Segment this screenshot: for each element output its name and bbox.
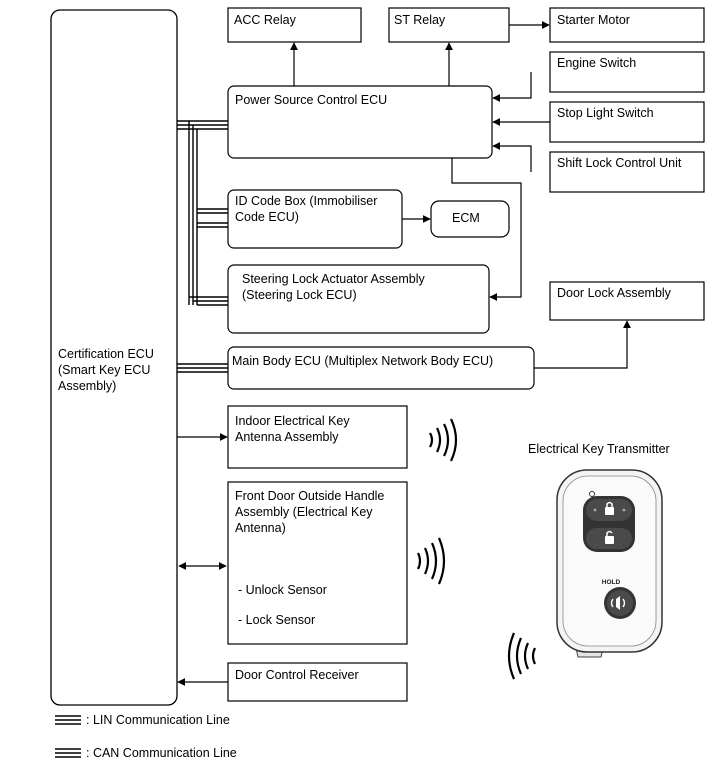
st-relay-label: ST Relay xyxy=(394,13,446,27)
hold-label: HOLD xyxy=(602,579,621,586)
door-lock-assembly-label: Door Lock Assembly xyxy=(557,286,671,300)
indoor-antenna-label: Indoor Electrical Key Antenna Assembly xyxy=(235,414,350,444)
id-code-box-label: ID Code Box (Immobiliser Code ECU) xyxy=(235,194,378,224)
key-fob-illustration: HOLD xyxy=(556,469,663,658)
lock-sensor-label: - Lock Sensor xyxy=(238,613,316,627)
unlock-sensor-label: - Unlock Sensor xyxy=(238,583,327,597)
legend-can-label: : CAN Communication Line xyxy=(86,746,237,760)
acc-relay-block xyxy=(227,7,362,43)
door-control-receiver-label: Door Control Receiver xyxy=(235,668,359,682)
unlock-icon xyxy=(605,530,614,544)
panic-horn-icon xyxy=(610,596,626,610)
door-lock-assembly-block xyxy=(549,281,705,321)
certification-ecu-label: Certification ECU (Smart Key ECU Assembl… xyxy=(58,347,154,393)
shift-lock-control-unit-label: Shift Lock Control Unit xyxy=(557,156,682,170)
can-line-symbol xyxy=(55,748,81,758)
engine-switch-block xyxy=(549,51,705,93)
front-door-handle-label: Front Door Outside Handle Assembly (Elec… xyxy=(235,489,385,535)
ecm-block xyxy=(430,200,510,238)
power-source-control-ecu-label: Power Source Control ECU xyxy=(235,93,388,107)
legend-lin-label: : LIN Communication Line xyxy=(86,713,230,727)
lin-line-symbol xyxy=(55,715,81,725)
main-body-ecu-label: Main Body ECU (Multiplex Network Body EC… xyxy=(232,354,494,368)
can-bus-lines xyxy=(177,120,228,306)
st-relay-block xyxy=(388,7,510,43)
steering-lock-actuator-label: Steering Lock Actuator Assembly (Steerin… xyxy=(242,272,425,302)
ecm-label: ECM xyxy=(452,211,480,225)
certification-ecu-block xyxy=(50,9,178,706)
transmitter-title: Electrical Key Transmitter xyxy=(528,442,670,456)
radio-wave-icon xyxy=(507,632,536,680)
steering-lock-actuator-block xyxy=(227,264,490,334)
lin-bus-lines xyxy=(177,363,228,373)
engine-switch-label: Engine Switch xyxy=(557,56,637,70)
radio-wave-icon xyxy=(417,537,446,585)
starter-motor-block xyxy=(549,7,705,43)
indoor-antenna-block xyxy=(227,405,408,469)
radio-wave-icon xyxy=(429,418,458,462)
shift-lock-control-unit-block xyxy=(549,151,705,193)
indicator-led-icon xyxy=(589,491,595,497)
lock-icon xyxy=(605,501,614,515)
stop-light-switch-label: Stop Light Switch xyxy=(557,106,654,120)
front-door-handle-block xyxy=(227,481,408,645)
starter-motor-label: Starter Motor xyxy=(557,13,630,27)
stop-light-switch-block xyxy=(549,101,705,143)
power-source-control-ecu-block xyxy=(227,85,493,159)
signal-arrows xyxy=(177,21,631,686)
acc-relay-label: ACC Relay xyxy=(234,13,296,27)
